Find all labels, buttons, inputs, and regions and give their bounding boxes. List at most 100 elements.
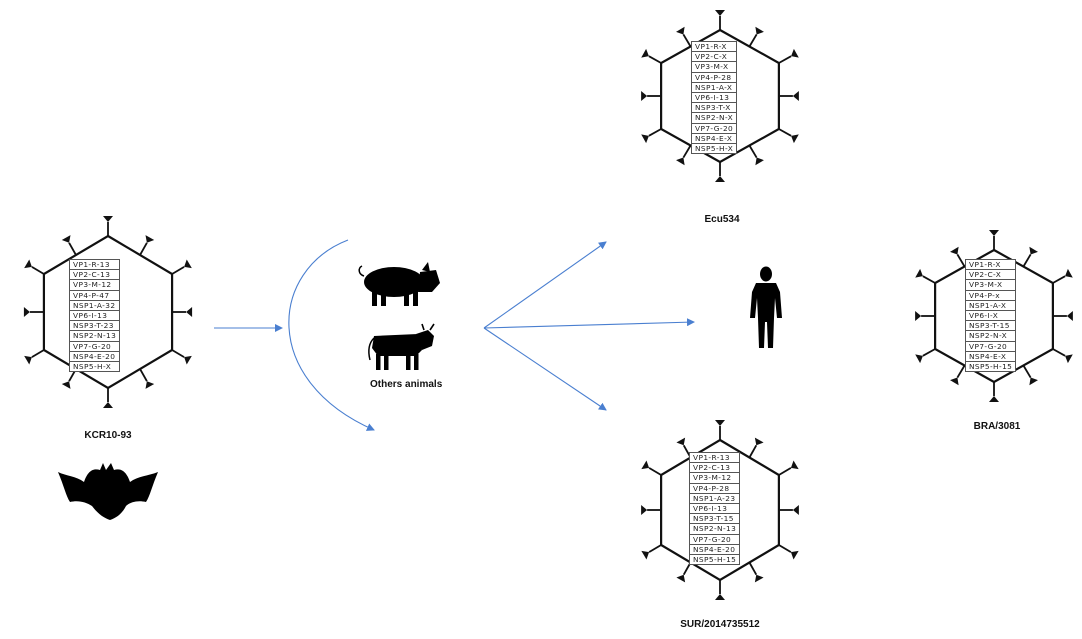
gene-segment: VP3-M-12: [688, 472, 741, 484]
virus-spike: [676, 145, 692, 166]
gene-row: NSP4-E-X: [964, 350, 1017, 363]
virus-spike: [641, 91, 662, 101]
gene-segment: VP6-I-X: [964, 310, 1017, 322]
gene-row: VP7-G-20: [68, 340, 121, 352]
virus-spike: [171, 349, 192, 365]
gene-segment: NSP5-H-X: [690, 143, 738, 155]
gene-segment: NSP2-N-13: [688, 523, 741, 535]
gene-segment: NSP1-A-23: [688, 492, 741, 505]
gene-segment: NSP5-H-X: [68, 361, 121, 373]
virus-spike: [715, 580, 725, 600]
virus-spike: [748, 562, 764, 583]
gene-segment: VP4-P-47: [68, 289, 121, 301]
gene-row: NSP5-H-X: [690, 143, 738, 155]
virus-spike: [172, 307, 193, 317]
gene-segment: NSP3-T-15: [688, 513, 741, 525]
gene-segment: NSP4-E-20: [68, 350, 121, 363]
virus-label-ecu534: Ecu534: [704, 214, 740, 225]
gene-segment: VP6-I-13: [690, 92, 738, 104]
gene-row: NSP5-H-X: [68, 361, 121, 373]
gene-segment: VP7-G-20: [68, 340, 121, 352]
gene-segment: VP6-I-13: [68, 310, 121, 322]
gene-row: VP4-P-47: [68, 289, 121, 301]
gene-row: VP1-R-X: [964, 258, 1017, 271]
virus-spike: [915, 311, 936, 321]
gene-row: VP4-P-x: [964, 289, 1017, 301]
gene-segment: NSP2-N-X: [964, 330, 1017, 342]
virus-label-kcr10-93: KCR10-93: [84, 430, 132, 441]
virus-spike: [641, 128, 662, 144]
arrow-to-ecu534: [483, 241, 607, 329]
virus-spike: [715, 420, 725, 440]
gene-row: VP6-I-13: [690, 92, 738, 104]
gene-segment: VP2-C-X: [690, 51, 738, 63]
gene-row: VP1-R-13: [68, 258, 121, 271]
gene-segment: VP3-M-12: [68, 279, 121, 291]
virus-spike: [24, 259, 45, 275]
gene-row: NSP3-T-X: [690, 102, 738, 114]
gene-row: VP2-C-X: [690, 51, 738, 63]
virus-spike: [915, 268, 936, 284]
virus-spike: [676, 562, 692, 583]
gene-segment: VP7-G-20: [964, 340, 1017, 352]
virus-spike: [915, 348, 936, 364]
gene-segment: VP1-R-13: [68, 258, 121, 271]
virus-spike: [778, 48, 799, 64]
gene-segment: VP2-C-X: [964, 269, 1017, 281]
virus-spike: [989, 230, 999, 250]
gene-row: VP2-C-X: [964, 269, 1017, 281]
gene-row: NSP3-T-15: [964, 320, 1017, 332]
virus-spike: [989, 382, 999, 402]
virus-spike: [103, 388, 113, 408]
virus-spike: [641, 544, 662, 560]
virus-spike: [778, 544, 799, 560]
gene-segment: NSP3-T-15: [964, 320, 1017, 332]
gene-row: NSP2-N-X: [690, 112, 738, 124]
virus-spike: [1022, 246, 1038, 267]
gene-row: VP6-I-13: [688, 503, 741, 515]
gene-segment: VP4-P-28: [688, 482, 741, 494]
gene-row: NSP3-T-15: [688, 513, 741, 525]
virus-spike: [61, 235, 77, 256]
virus-spike: [950, 246, 966, 267]
gene-segment: VP4-P-x: [964, 289, 1017, 301]
gene-segment: VP7-G-20: [688, 533, 741, 545]
pig-icon: [358, 262, 440, 306]
gene-row: VP6-I-13: [68, 310, 121, 322]
human-icon: [750, 266, 782, 348]
gene-segment: VP3-M-X: [964, 279, 1017, 291]
arrow-to-human: [483, 318, 695, 329]
virus-spike: [778, 505, 799, 515]
gene-segment: NSP4-E-X: [690, 132, 738, 145]
gene-segment: NSP1-A-32: [68, 299, 121, 312]
gene-segment: NSP5-H-15: [688, 554, 741, 566]
virus-spike: [1052, 348, 1073, 364]
gene-segment: NSP3-T-23: [68, 320, 121, 332]
gene-segment: NSP5-H-15: [964, 361, 1017, 373]
arrow-to-sur: [483, 327, 607, 411]
gene-row: NSP3-T-23: [68, 320, 121, 332]
gene-row: NSP1-A-32: [68, 299, 121, 312]
gene-row: NSP4-E-20: [68, 350, 121, 363]
virus-spike: [641, 460, 662, 476]
gene-row: VP7-G-20: [690, 122, 738, 134]
gene-segment: VP6-I-13: [688, 503, 741, 515]
gene-row: NSP2-N-13: [688, 523, 741, 535]
gene-row: VP6-I-X: [964, 310, 1017, 322]
virus-spike: [24, 349, 45, 365]
others-animals-label: Others animals: [370, 379, 443, 390]
virus-spike: [103, 216, 113, 236]
gene-segment: VP2-C-13: [68, 269, 121, 281]
gene-segment: NSP1-A-X: [690, 81, 738, 94]
gene-segment: NSP3-T-X: [690, 102, 738, 114]
virus-spike: [139, 235, 155, 256]
virus-spike: [778, 128, 799, 144]
gene-row: NSP2-N-13: [68, 330, 121, 342]
gene-segment: VP3-M-X: [690, 61, 738, 73]
virus-spike: [23, 307, 44, 317]
